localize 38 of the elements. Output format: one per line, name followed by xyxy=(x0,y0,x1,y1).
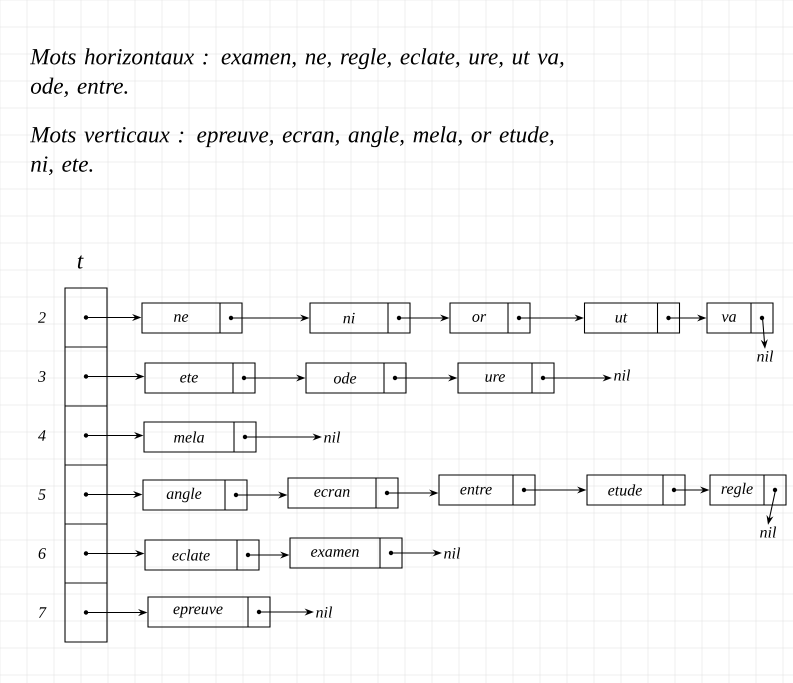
list-node: ne xyxy=(141,302,243,334)
list-node: va xyxy=(706,302,774,334)
list-node: ode xyxy=(305,362,407,394)
list-node: mela xyxy=(143,421,257,453)
list-node: angle xyxy=(142,479,248,511)
table-cell xyxy=(64,406,108,466)
list-node: ure xyxy=(457,362,555,394)
table-cell xyxy=(64,582,108,642)
nil-text: nil xyxy=(444,547,460,559)
row-index: 2 xyxy=(38,312,46,323)
nil-text: nil xyxy=(324,431,340,443)
nil-text: nil xyxy=(614,369,630,381)
row-index: 5 xyxy=(38,489,46,500)
list-node: ni xyxy=(309,302,411,334)
list-node: ecran xyxy=(287,477,399,509)
list-node: etude xyxy=(586,474,686,506)
table-cell xyxy=(64,288,108,348)
row-index: 7 xyxy=(38,607,47,618)
list-node: ete xyxy=(144,362,256,394)
nil-text: nil xyxy=(316,606,332,618)
table-cell xyxy=(64,464,108,524)
list-node: regle xyxy=(709,474,787,506)
header-text: Mots verticaux : epreuve, ecran, angle, mela, or etude, ni, ete. xyxy=(30,126,554,176)
list-node: eclate xyxy=(144,539,260,571)
table-cell xyxy=(64,524,108,584)
list-node: ut xyxy=(584,302,680,334)
list-node: epreuve xyxy=(147,596,271,628)
nil-text: nil xyxy=(760,526,776,538)
nil-text: nil xyxy=(757,350,774,362)
row-index: 4 xyxy=(38,430,46,441)
table-cell xyxy=(64,346,108,406)
list-node: entre xyxy=(438,474,536,506)
table-name: t xyxy=(78,255,84,269)
list-node: or xyxy=(449,302,531,334)
row-index: 6 xyxy=(38,548,46,559)
row-index: 3 xyxy=(38,371,46,382)
header-text: Mots horizontaux : examen, ne, regle, eclate, ure, ut va, ode, entre. xyxy=(30,48,564,98)
list-node: examen xyxy=(289,537,403,569)
